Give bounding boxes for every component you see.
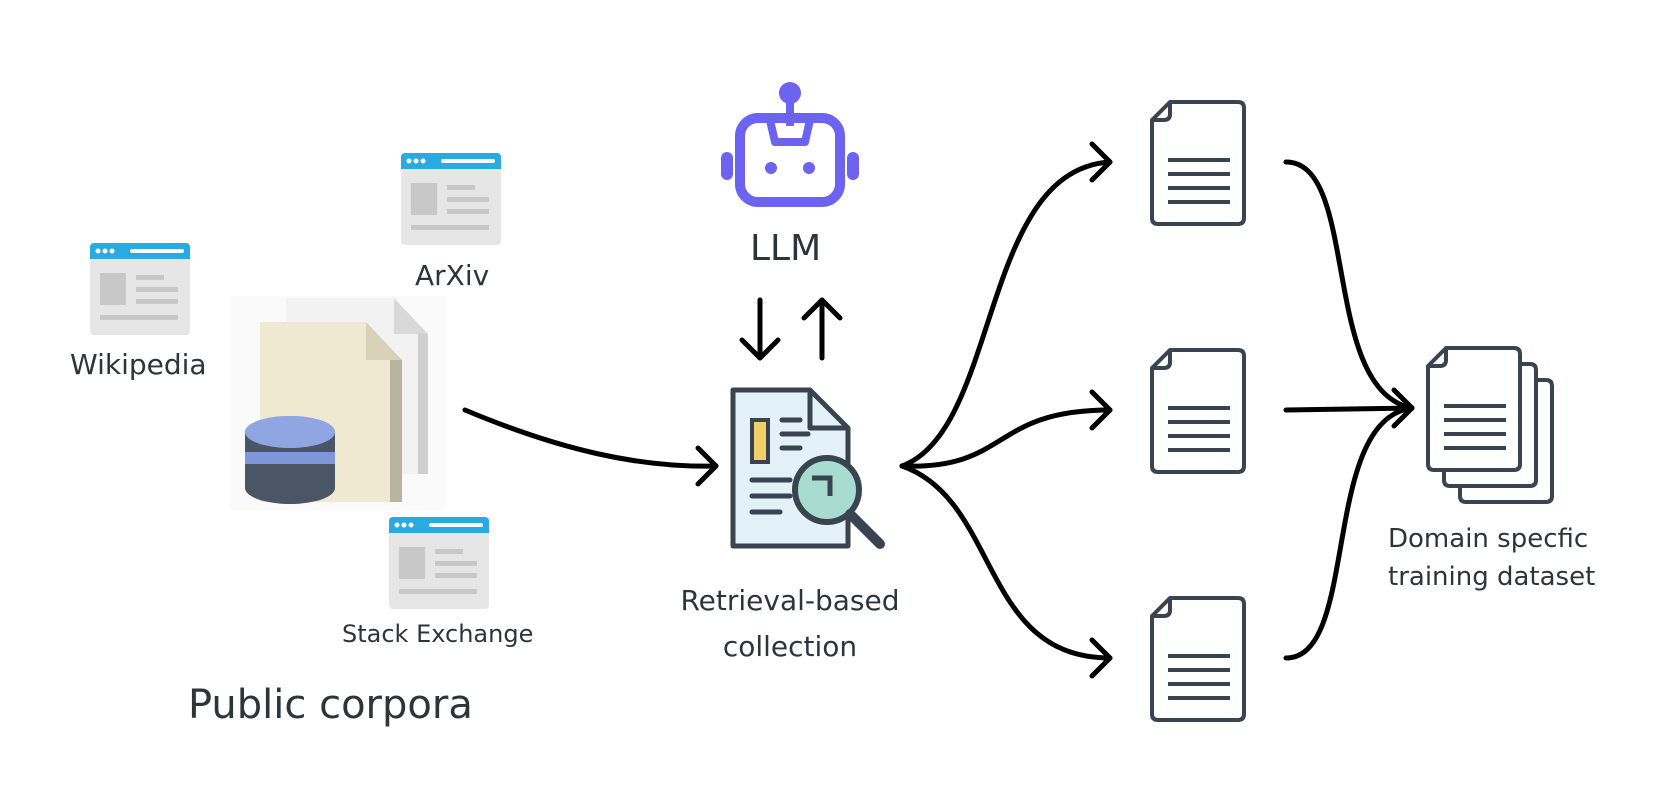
arxiv-label: ArXiv (415, 259, 490, 292)
dataset-stack-icon (1426, 346, 1554, 504)
robot-icon (721, 82, 859, 207)
dataset-label: Domain specfic training dataset (1388, 520, 1595, 596)
dataset-label-line2: training dataset (1388, 562, 1596, 592)
dataset-label-line1: Domain specfic (1388, 524, 1589, 554)
retrieval-document-search-icon (730, 387, 885, 549)
retrieval-label-line2: collection (722, 630, 858, 663)
llm-label: LLM (750, 228, 822, 269)
public-corpora-label: Public corpora (188, 682, 473, 728)
stack-exchange-browser-icon (389, 517, 489, 609)
wikipedia-label: Wikipedia (70, 348, 207, 381)
wikipedia-browser-icon (90, 243, 190, 335)
retrieval-label: Retrieval-based collection (650, 578, 930, 670)
document-icon-top (1150, 100, 1246, 226)
retrieval-label-line1: Retrieval-based (680, 584, 900, 617)
arxiv-browser-icon (401, 153, 501, 245)
document-icon-bottom (1150, 596, 1246, 722)
document-icon-middle (1150, 348, 1246, 474)
database-files-icon (230, 296, 446, 510)
flow-arrows (462, 141, 1415, 679)
stack-exchange-label: Stack Exchange (342, 620, 534, 648)
llm-exchange-arrows (739, 297, 843, 361)
